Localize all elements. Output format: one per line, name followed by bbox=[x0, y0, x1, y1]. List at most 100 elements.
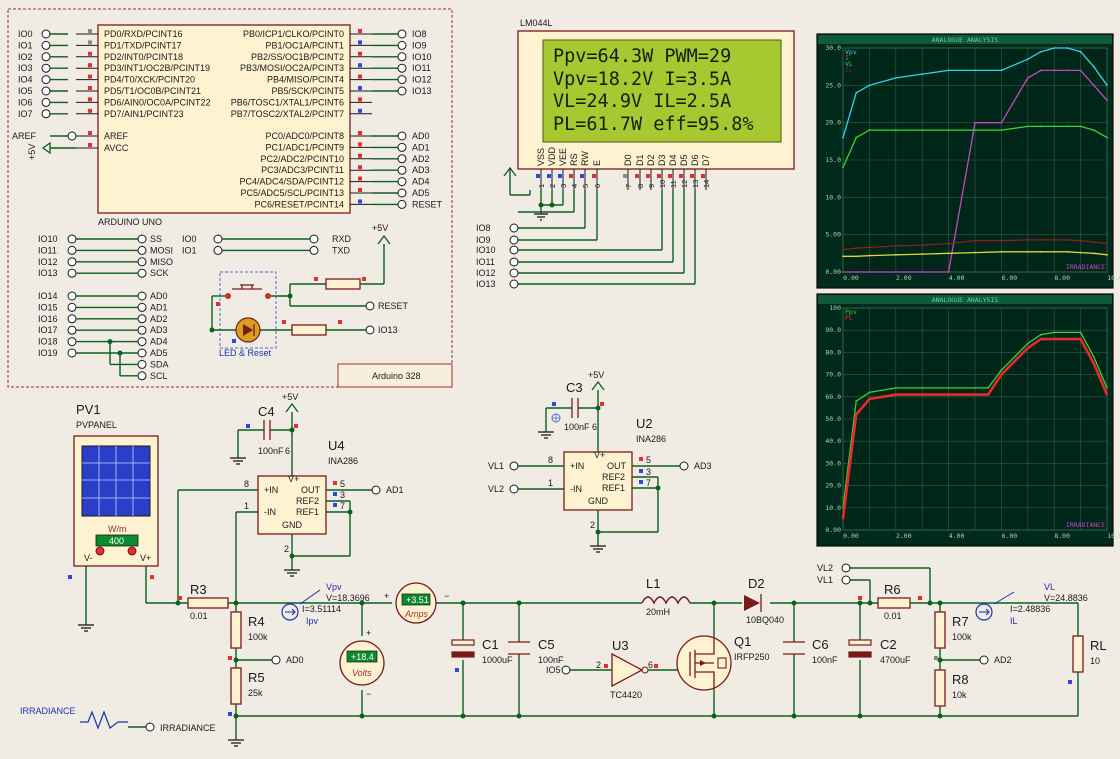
scope-point bbox=[947, 129, 950, 132]
arduino-pin-pb0: PB0/ICP1/CLKO/PCINT0 bbox=[243, 29, 344, 39]
resistor-rl[interactable]: RL 10 bbox=[1068, 635, 1107, 684]
arduino-pin-pb4: PB4/MISO/PCINT4 bbox=[267, 75, 344, 85]
r8-value: 10k bbox=[952, 690, 967, 700]
pv-panel[interactable]: PV1 PVPANEL W/m 400 V- V+ bbox=[68, 402, 159, 632]
lcd-pin-number: 2 bbox=[548, 184, 557, 188]
scope-point bbox=[1040, 69, 1042, 72]
c6-value: 100nF bbox=[812, 655, 838, 665]
diode-d2[interactable]: D2 10BQ040 bbox=[744, 576, 784, 625]
lcd-module[interactable]: LM044L Ppv=64.3W PWM=29 Vpv=18.2V I=3.5A… bbox=[517, 18, 795, 190]
scope-point bbox=[1066, 250, 1069, 253]
lcd-port-io8: IO8 bbox=[476, 223, 491, 233]
scope-point bbox=[1066, 47, 1069, 49]
current-sense-u2[interactable]: C3 100nF 6 +5V U2 INA286 +IN -IN V+ OUT … bbox=[488, 370, 712, 553]
c1-value: 1000uF bbox=[482, 655, 513, 665]
scope-point bbox=[1106, 393, 1108, 396]
arduino-chip[interactable]: ARDUINO UNO PD0/RXD/PCINT16IO0PD1/TXD/PC… bbox=[12, 24, 443, 227]
analogue-analysis-graph-1[interactable]: ANALOGUE ANALYSIS30.025.020.015.010.05.0… bbox=[816, 33, 1120, 289]
scope-x-tick: 8.00 bbox=[1054, 274, 1070, 282]
u4-pin-out: OUT bbox=[301, 485, 321, 495]
inductor-l1[interactable]: L1 20mH bbox=[641, 576, 691, 617]
u4-pnum-1: 1 bbox=[244, 501, 249, 511]
reset-port: RESET bbox=[378, 301, 409, 311]
scope-point bbox=[947, 393, 950, 396]
reset-resistor[interactable]: +5V RESET bbox=[287, 223, 409, 311]
arduino-pin-pb1: PB1/OC1A/PCINT1 bbox=[265, 40, 344, 50]
ammeter[interactable]: +3.51 Amps + − bbox=[384, 582, 449, 624]
scope-point bbox=[894, 244, 897, 247]
probe-pv[interactable]: Vpv V=18.3696 I=3.51114 Ipv bbox=[281, 582, 370, 626]
capacitor-c5[interactable]: C5 100nF bbox=[508, 637, 564, 665]
arduino-port-io13-terminal bbox=[397, 86, 407, 96]
scope-point bbox=[868, 391, 871, 394]
io-list-b-label: TXD bbox=[332, 245, 351, 255]
resistor-r7[interactable]: R7 100k bbox=[934, 611, 972, 660]
capacitor-c1[interactable]: C1 1000uF bbox=[451, 637, 513, 672]
scope-point bbox=[947, 271, 950, 273]
irradiance-source[interactable]: IRRADIANCE IRRADIANCE bbox=[20, 706, 216, 733]
scope-point bbox=[868, 271, 871, 273]
lcd-line-4: PL=61.7W eff=95.8% bbox=[553, 114, 753, 135]
scope-point bbox=[1053, 338, 1056, 340]
pv-irradiance-display[interactable] bbox=[95, 534, 139, 547]
c4-ref: C4 bbox=[258, 404, 275, 419]
arduino-port-ad4-terminal bbox=[397, 177, 407, 187]
scope-point bbox=[1106, 242, 1108, 245]
resistor-r4[interactable]: R4 100k bbox=[228, 611, 268, 660]
resistor-r5[interactable]: R5 25k AD0 bbox=[228, 655, 304, 716]
scope-point bbox=[894, 387, 897, 389]
c5-ref: C5 bbox=[538, 637, 555, 652]
probe-load[interactable]: VL V=24.8836 I=2.48836 IL bbox=[975, 582, 1088, 626]
pv-unit: W/m bbox=[108, 524, 127, 534]
d2-value: 10BQ040 bbox=[746, 615, 784, 625]
r8-port: AD2 bbox=[994, 655, 1012, 665]
scope-y-tick: 100 bbox=[829, 304, 841, 312]
arduino-port-io3-terminal bbox=[41, 63, 51, 73]
u3-ref: U3 bbox=[612, 638, 629, 653]
lcd-port-io10: IO10 bbox=[476, 245, 496, 255]
scope-point bbox=[1040, 333, 1042, 336]
capacitor-c6[interactable]: C6 100nF bbox=[783, 637, 838, 665]
scope-point bbox=[894, 129, 897, 132]
arduino-pin-4: PD4/T0/XCK/PCINT20 bbox=[104, 75, 195, 85]
mosfet-q1[interactable]: Q1 IRFP250 bbox=[676, 634, 770, 691]
arduino-name: ARDUINO UNO bbox=[98, 217, 162, 227]
voltmeter[interactable]: +18.4 Volts + − bbox=[339, 628, 385, 699]
led-resistor[interactable]: IO13 bbox=[282, 320, 398, 336]
scope-point bbox=[842, 518, 844, 520]
scope-y-tick: 40.0 bbox=[825, 437, 841, 445]
arduino-port-io2: IO2 bbox=[18, 52, 33, 62]
scope-y-tick: 30.0 bbox=[825, 44, 841, 52]
lcd-pin-number: 12 bbox=[680, 180, 689, 188]
scope-point bbox=[974, 239, 976, 242]
analogue-analysis-graph-2[interactable]: ANALOGUE ANALYSIS10090.080.070.060.050.0… bbox=[816, 293, 1120, 547]
resistor-r3[interactable]: R3 0.01 bbox=[178, 582, 229, 621]
u2-pin-inn: -IN bbox=[570, 484, 582, 494]
u4-type: INA286 bbox=[328, 456, 358, 466]
scope-y-tick: 0.00 bbox=[825, 526, 841, 534]
arduino-port-io12: IO12 bbox=[412, 75, 432, 85]
scope-point bbox=[1000, 373, 1003, 376]
scope-y-tick: 90.0 bbox=[825, 326, 841, 334]
lcd-pin-vdd: VDD bbox=[547, 146, 557, 166]
led-reset-group[interactable]: LED & Reset bbox=[209, 271, 293, 358]
arduino-port-io6: IO6 bbox=[18, 97, 33, 107]
lcd-pin-number: 3 bbox=[559, 184, 568, 188]
gate-driver-u3[interactable]: U3 TC4420 IO5 2 6 bbox=[546, 638, 686, 700]
r4-value: 100k bbox=[248, 632, 268, 642]
lcd-pin-number: 5 bbox=[581, 184, 590, 188]
scope-point bbox=[894, 253, 897, 256]
capacitor-c2[interactable]: C2 4700uF bbox=[848, 637, 911, 665]
current-probe-icon bbox=[975, 603, 993, 621]
resistor-r8[interactable]: R8 10k AD2 bbox=[934, 655, 1012, 707]
io-list-a-port: IO11 bbox=[38, 245, 57, 255]
current-sense-u4[interactable]: C4 100nF 6 +5V U4 INA286 +IN -IN V+ OUT … bbox=[230, 392, 404, 577]
arduino-subsheet[interactable]: Arduino 328 bbox=[7, 8, 453, 388]
pv-vneg: V- bbox=[84, 553, 93, 563]
scope-x-tick: 4.00 bbox=[949, 532, 965, 540]
resistor-r6[interactable]: R6 0.01 VL2 VL1 bbox=[817, 563, 922, 621]
scope-footer: IRRADIANCE bbox=[1066, 263, 1105, 271]
scope-point bbox=[1026, 58, 1029, 61]
lcd-pin-number: 1 bbox=[537, 184, 546, 188]
u2-pnum-3: 3 bbox=[646, 467, 651, 477]
